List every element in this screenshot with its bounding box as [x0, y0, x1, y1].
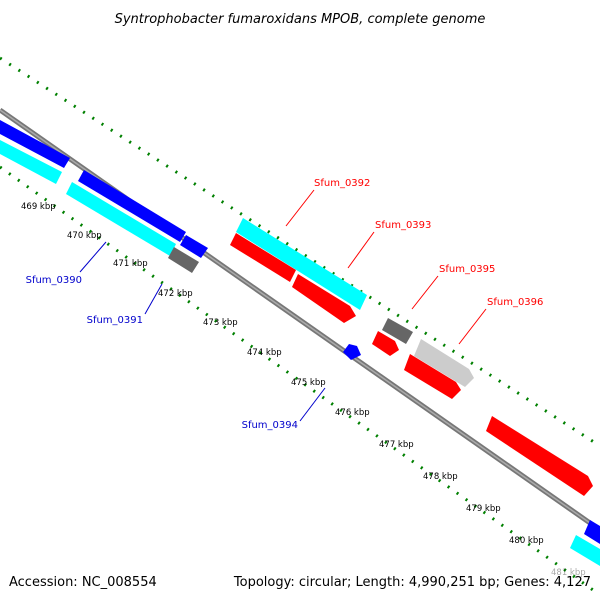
middle-features — [230, 218, 593, 496]
gene-label-sfum-0392[interactable]: Sfum_0392 — [314, 178, 370, 189]
gene-block-cyan-2[interactable] — [66, 182, 176, 256]
gene-label-sfum-0395[interactable]: Sfum_0395 — [439, 264, 495, 275]
leader-sfum-0392 — [285, 189, 315, 227]
outer-tick-ring — [0, 56, 600, 448]
gene-block-red-2[interactable] — [292, 274, 356, 323]
leader-sfum-0395 — [411, 275, 439, 310]
gene-block-red-1[interactable] — [230, 233, 296, 282]
gene-label-sfum-0390[interactable]: Sfum_0390 — [26, 275, 82, 286]
gene-block-blue-2[interactable] — [78, 170, 186, 242]
kbp-label: 473 kbp — [203, 318, 238, 328]
accession-text: Accession: NC_008554 — [9, 575, 157, 590]
leader-sfum-0390 — [79, 241, 107, 273]
leader-sfum-0396 — [458, 308, 487, 345]
gene-block-blue-3[interactable] — [180, 235, 208, 258]
leader-sfum-0391 — [144, 283, 163, 315]
kbp-label: 479 kbp — [466, 504, 501, 514]
gene-label-sfum-0393[interactable]: Sfum_0393 — [375, 220, 431, 231]
gene-block-gray-2[interactable] — [382, 318, 413, 344]
kbp-label: 480 kbp — [509, 536, 544, 546]
map-title: Syntrophobacter fumaroxidans MPOB, compl… — [115, 12, 486, 27]
gene-block-blue-5[interactable] — [584, 520, 600, 544]
gene-block-lightgray-1[interactable] — [414, 339, 474, 387]
kbp-label: 470 kbp — [67, 231, 102, 241]
kbp-label: 477 kbp — [379, 440, 414, 450]
gene-label-sfum-0391[interactable]: Sfum_0391 — [87, 315, 143, 326]
tick-rings — [0, 56, 600, 597]
gene-block-red-4[interactable] — [404, 354, 461, 399]
forward-features — [0, 120, 208, 273]
gene-block-blue-4[interactable] — [343, 344, 361, 360]
kbp-label: 471 kbp — [113, 259, 148, 269]
kbp-labels: 469 kbp 470 kbp 471 kbp 472 kbp 473 kbp … — [21, 202, 586, 578]
gene-block-red-3[interactable] — [372, 331, 399, 356]
kbp-label: 476 kbp — [335, 408, 370, 418]
kbp-label: 469 kbp — [21, 202, 56, 212]
leader-sfum-0394 — [299, 387, 326, 422]
leader-sfum-0393 — [347, 231, 375, 269]
gene-block-cyan-3[interactable] — [236, 218, 367, 310]
kbp-label: 475 kbp — [291, 378, 326, 388]
gene-block-blue-1[interactable] — [0, 120, 70, 168]
kbp-label: 472 kbp — [158, 289, 193, 299]
inner-tick-ring — [0, 165, 600, 597]
gene-labels: Sfum_0390 Sfum_0391 Sfum_0392 Sfum_0393 … — [26, 178, 544, 431]
gene-block-red-5[interactable] — [486, 416, 593, 496]
gene-label-sfum-0396[interactable]: Sfum_0396 — [487, 297, 543, 308]
gene-block-cyan-1[interactable] — [0, 140, 62, 184]
kbp-label: 474 kbp — [247, 348, 282, 358]
kbp-label: 481 kbp — [551, 568, 586, 578]
label-leaders — [79, 189, 487, 422]
gene-block-gray-1[interactable] — [168, 247, 199, 273]
kbp-label: 478 kbp — [423, 472, 458, 482]
edge-features — [570, 520, 600, 566]
gene-label-sfum-0394[interactable]: Sfum_0394 — [242, 420, 298, 431]
gene-block-cyan-4[interactable] — [570, 535, 600, 566]
topology-text: Topology: circular; Length: 4,990,251 bp… — [233, 575, 591, 590]
